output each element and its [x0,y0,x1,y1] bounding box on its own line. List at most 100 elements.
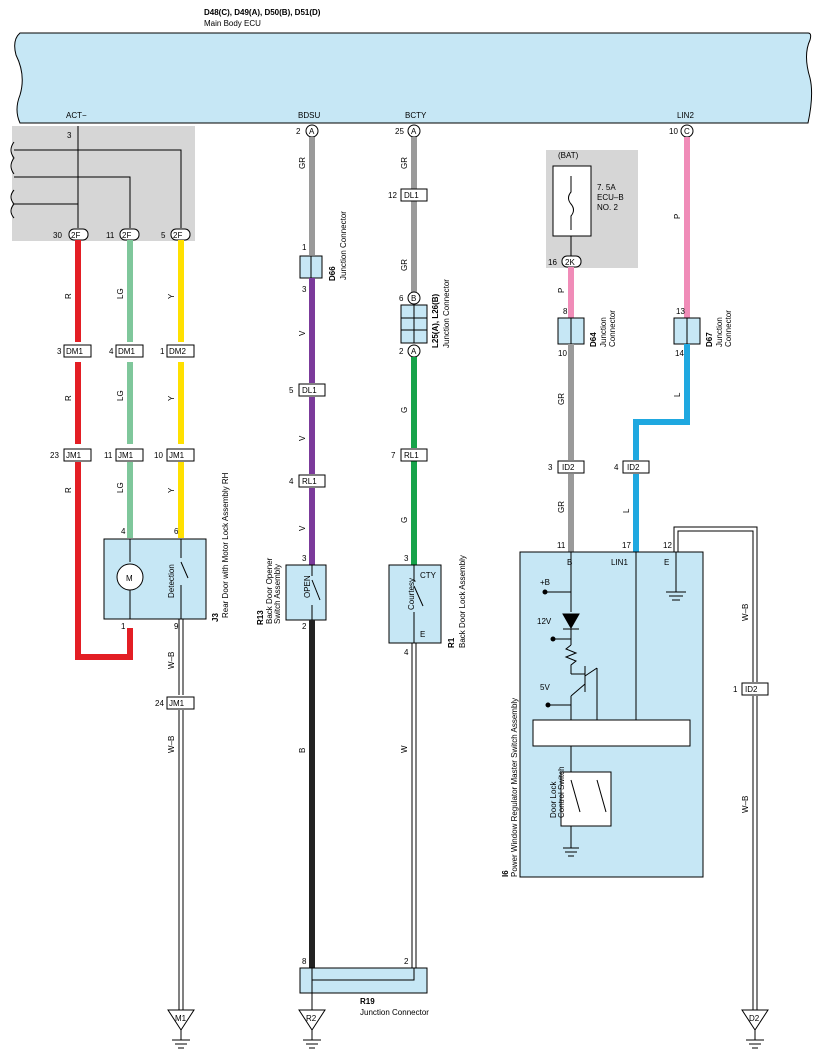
connector-a-l25-label: A [411,347,417,356]
connector-id2-4-label: ID2 [627,463,640,472]
fuse-name: ECU–B [597,193,624,202]
r19-internal [311,968,415,1010]
pin-jm-10: 10 [154,451,163,460]
wire-label-lg-2: LG [116,390,125,401]
pin-lin2-10: 10 [669,127,678,136]
pin-j3-4: 4 [121,527,126,536]
wire-label-b: B [298,748,307,753]
l25-code: L25(A), L26(B) [431,293,440,348]
connector-a-bcty-label: A [411,127,417,136]
pin-d66-1: 1 [302,243,307,252]
r13-component [285,564,327,621]
ecu-terminal-bcty: BCTY [405,111,427,120]
connector-id2-1 [741,682,769,696]
r1-name: Back Door Lock Assembly [458,555,467,648]
wire-label-y-2: Y [167,395,176,401]
wire-label-gr-bdsu: GR [298,157,307,169]
r1-component [388,564,442,644]
wire-wb-right [673,526,758,1010]
ecu-terminal-act: ACT− [66,111,87,120]
wire-label-w: W [400,745,409,753]
pin-i6-17: 17 [622,541,631,550]
connector-dl1-5 [298,383,326,397]
pin-i6-11: 11 [557,541,566,550]
wire-label-g-2: G [400,517,409,523]
j3-code: J3 [211,613,220,622]
pin-j3-1: 1 [121,622,126,631]
pin-2k-16: 16 [548,258,557,267]
j3-detection-switch [180,539,189,619]
wire-label-gr-bcty-2: GR [400,259,409,271]
i6-e-label: E [664,558,669,567]
pin-2f-11: 11 [106,231,115,240]
connector-jm1-24-label: JM1 [169,699,185,708]
pin-jm-11: 11 [104,451,113,460]
pin-rl1-7: 7 [391,451,396,460]
fuse-rating: 7. 5A [597,183,616,192]
ground-r2 [298,1009,326,1049]
d66-name: Junction Connector [339,211,348,280]
r1-cty-label: CTY [420,571,437,580]
pin-rl1-4: 4 [289,477,294,486]
pin-d66-3: 3 [302,285,307,294]
wire-label-gr-bcty-1: GR [400,157,409,169]
pin-bdsu-2: 2 [296,127,301,136]
pin-2f-30: 30 [53,231,62,240]
r13-switch [311,565,321,620]
connector-rl1-4-label: RL1 [302,477,317,486]
ground-m1 [167,1009,195,1049]
d64-code: D64 [589,332,598,347]
r19-name: Junction Connector [360,1008,429,1017]
i6-e-ground [666,552,686,601]
fuse-symbol [568,176,574,230]
d66-code: D66 [328,266,337,281]
connector-dl1-5-label: DL1 [302,386,317,395]
l25-name: Junction Connector [442,279,451,348]
door-lock-label-2: Control Switch [557,766,566,818]
act-gray-area [12,126,195,241]
connector-id2-4 [622,460,650,474]
i6-plusb-label: +B [540,578,550,587]
connector-b-l26-label: B [411,294,416,303]
ground-r2-label: R2 [306,1014,317,1023]
i6-lin-ic [532,719,691,747]
wire-label-r-2: R [64,395,73,401]
connector-dl1-12-label: DL1 [404,191,419,200]
svg-text:2F: 2F [173,231,182,240]
connector-rl1-4 [298,474,326,488]
wire-wb-left [178,619,184,1010]
wire-label-v-2: V [298,435,307,441]
pin-id2-1: 1 [733,685,738,694]
pin-dm-3: 3 [57,347,62,356]
i6-b-label: B [567,558,572,567]
svg-text:2F: 2F [71,231,80,240]
r13-name-2: Switch Assembly [273,564,282,624]
pin-jm-23: 23 [50,451,59,460]
connector-rl1-7 [400,448,428,462]
pin-bcty-25: 25 [395,127,404,136]
d64-name-1: Junction [599,317,608,347]
d67-code: D67 [705,332,714,347]
bat-label: (BAT) [558,151,579,160]
j3-motor-label: M [126,574,133,583]
pin-act-3: 3 [67,131,72,140]
connector-rl1-7-label: RL1 [404,451,419,460]
r13-name-1: Back Door Opener [265,557,274,624]
pin-r1-4: 4 [404,648,409,657]
pin-r1-3: 3 [404,554,409,563]
pin-dm-4: 4 [109,347,114,356]
main-body-ecu [14,32,813,124]
pin-id2-3: 3 [548,463,553,472]
d64-name-2: Connector [608,310,617,347]
r19-code: R19 [360,997,375,1006]
wire-label-gr-b-2: GR [557,501,566,513]
wire-label-g-1: G [400,407,409,413]
ground-m1-label: M1 [175,1014,187,1023]
pin-dl1-5: 5 [289,386,294,395]
junction-l25 [400,304,428,344]
pin-d67-13: 13 [676,307,685,316]
fuse-no: NO. 2 [597,203,618,212]
wire-label-y-1: Y [167,293,176,299]
connector-dm-group: DM1 DM1 DM2 [63,344,195,358]
pin-r19-8: 8 [302,957,307,966]
